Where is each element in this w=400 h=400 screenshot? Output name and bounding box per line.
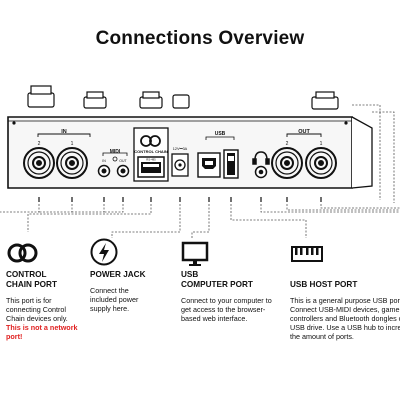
usb-computer-description: Connect to your computer to get access t… bbox=[181, 296, 272, 323]
connector-lines bbox=[0, 104, 400, 238]
connector-ticks bbox=[38, 197, 322, 202]
usb-label: USB bbox=[215, 131, 226, 137]
in-jack-1 bbox=[56, 147, 88, 179]
control-chain-logo-icon bbox=[6, 238, 80, 268]
usb-computer-title: USB COMPUTER PORT bbox=[181, 270, 253, 289]
in-jack-2-label: 2 bbox=[38, 141, 41, 147]
control-chain-title: CONTROL CHAIN PORT bbox=[6, 270, 57, 289]
midi-in-jack bbox=[97, 164, 111, 178]
control-chain-port bbox=[133, 127, 169, 182]
in-jack-2 bbox=[23, 147, 55, 179]
midi-in-label: IN bbox=[102, 159, 106, 163]
midi-out-jack bbox=[116, 164, 130, 178]
control-chain-warning: This is not a network port! bbox=[6, 323, 78, 341]
out-group bbox=[286, 133, 322, 137]
usb-host-section: USB HOST PORT This is a general purpose … bbox=[290, 238, 400, 341]
power-jack bbox=[171, 153, 189, 177]
control-chain-code-label: RS-485 bbox=[146, 158, 156, 162]
headphone-icon bbox=[252, 151, 270, 165]
monitor-icon bbox=[181, 238, 277, 268]
top-footswitches bbox=[27, 85, 339, 110]
out-label: OUT bbox=[298, 129, 310, 135]
page-title: Connections Overview bbox=[95, 28, 305, 49]
usb-host-title: USB HOST PORT bbox=[290, 280, 358, 289]
usb-group bbox=[205, 136, 235, 140]
keyboard-icon bbox=[290, 238, 400, 268]
in-label: IN bbox=[61, 129, 67, 135]
out-jack-1-label: 1 bbox=[320, 141, 323, 147]
in-group bbox=[37, 133, 91, 137]
midi-label: MIDI bbox=[110, 149, 121, 155]
out-jack-1 bbox=[305, 147, 337, 179]
power-rating-label: 12V⎓3A bbox=[173, 147, 188, 151]
headphone-jack bbox=[254, 165, 268, 179]
control-chain-section: CONTROL CHAIN PORT This port is for conn… bbox=[6, 238, 80, 341]
usb-computer-section: USB COMPUTER PORT Connect to your comput… bbox=[181, 238, 277, 323]
midi-group bbox=[102, 152, 128, 156]
control-chain-description: This port is for connecting Control Chai… bbox=[6, 296, 78, 341]
out-jack-2 bbox=[271, 147, 303, 179]
power-jack-description: Connect the included power supply here. bbox=[90, 286, 139, 313]
usb-host-description: This is a general purpose USB port. Conn… bbox=[290, 296, 400, 341]
usb-a-port bbox=[223, 149, 239, 179]
out-jack-2-label: 2 bbox=[286, 141, 289, 147]
lightning-bolt-icon bbox=[90, 238, 156, 268]
in-jack-1-label: 1 bbox=[71, 141, 74, 147]
midi-out-label: OUT bbox=[119, 159, 127, 163]
power-jack-title: POWER JACK bbox=[90, 270, 146, 279]
power-jack-section: POWER JACK Connect the included power su… bbox=[90, 238, 156, 313]
usb-b-port bbox=[197, 152, 221, 178]
control-chain-port-label: CONTROL CHAIN bbox=[134, 149, 168, 154]
